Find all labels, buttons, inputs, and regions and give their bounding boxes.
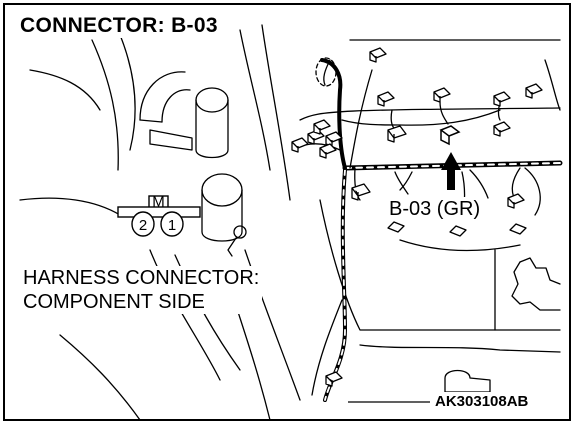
caption-line-1: HARNESS CONNECTOR: xyxy=(23,267,260,289)
body-panel-line xyxy=(239,29,271,171)
engine-block-outline xyxy=(399,239,521,252)
pin-1 xyxy=(160,211,184,237)
body-panel-line xyxy=(117,29,136,151)
body-panel-line xyxy=(261,24,291,201)
wiring-connector xyxy=(433,87,451,103)
harness-branch xyxy=(341,109,501,126)
wiring-connector xyxy=(325,371,343,387)
wiring-harness xyxy=(344,162,561,169)
harness-branch xyxy=(349,69,373,169)
branch-wire xyxy=(390,109,395,129)
connector-body xyxy=(117,206,201,218)
reservoir-body xyxy=(201,189,243,242)
ground-terminal xyxy=(233,225,247,239)
pipe-outline xyxy=(139,119,163,123)
wiring-connector xyxy=(493,91,511,107)
branch-wire xyxy=(399,171,413,191)
gear-part xyxy=(511,261,561,311)
connector-key-label: M xyxy=(152,194,165,211)
diagram-title: CONNECTOR: B-03 xyxy=(16,14,222,38)
wiring-connector xyxy=(449,225,467,237)
wiring-connector xyxy=(351,183,371,201)
branch-wire xyxy=(524,167,541,216)
body-panel-line xyxy=(91,39,119,171)
figure-code: AK303108AB xyxy=(432,392,532,412)
wiring-connector xyxy=(387,125,407,143)
pin-1-label: 1 xyxy=(168,217,176,234)
wiring-connector xyxy=(493,121,511,137)
gear-part xyxy=(519,257,561,285)
engine-block-outline xyxy=(299,107,561,121)
branch-wire xyxy=(439,101,449,125)
harness-branch xyxy=(323,59,331,86)
reservoir-cap xyxy=(201,173,243,207)
harness-branch xyxy=(311,299,343,396)
reservoir-bracket xyxy=(149,129,193,151)
body-panel-line xyxy=(19,197,121,216)
engine-block-outline xyxy=(319,199,561,331)
connector-callout-label: B-03 (GR) xyxy=(386,197,484,221)
wiring-harness xyxy=(320,58,347,170)
wiring-connector xyxy=(325,131,343,147)
pin-2-label: 2 xyxy=(139,217,147,234)
harness-clip xyxy=(315,57,337,87)
body-panel-line xyxy=(59,334,141,421)
engine-block-outline xyxy=(359,344,561,353)
diagram-frame xyxy=(3,3,571,421)
branch-wire xyxy=(469,169,489,199)
pointer-arrow xyxy=(441,152,461,190)
body-panel-line xyxy=(29,69,101,111)
bracket-part xyxy=(444,369,491,393)
target-connector-b03 xyxy=(439,125,461,146)
wiring-connector xyxy=(377,91,395,107)
wiring-connector xyxy=(369,47,387,63)
wiring-connector xyxy=(313,119,331,135)
pin-2 xyxy=(131,211,155,237)
wiring-connector xyxy=(319,143,337,159)
reservoir-cap xyxy=(195,87,229,113)
wiring-connector xyxy=(509,223,527,235)
connector-face-symbol xyxy=(117,195,201,237)
wiring-connector xyxy=(525,83,543,99)
reservoir-body xyxy=(195,99,229,159)
wiring-connector xyxy=(507,193,525,209)
ground-wire xyxy=(227,237,237,257)
caption-line-2: COMPONENT SIDE xyxy=(23,291,205,313)
pipe-outline xyxy=(161,89,191,123)
wiring-harness xyxy=(323,168,347,402)
harness-connector-caption: HARNESS CONNECTOR: COMPONENT SIDE xyxy=(20,266,263,314)
engine-block-outline xyxy=(544,59,561,111)
branch-wire xyxy=(394,171,409,195)
wiring-harness xyxy=(324,169,346,401)
pipe-outline xyxy=(139,71,186,121)
wiring-connector xyxy=(387,221,405,233)
wiring-connector xyxy=(291,137,309,153)
